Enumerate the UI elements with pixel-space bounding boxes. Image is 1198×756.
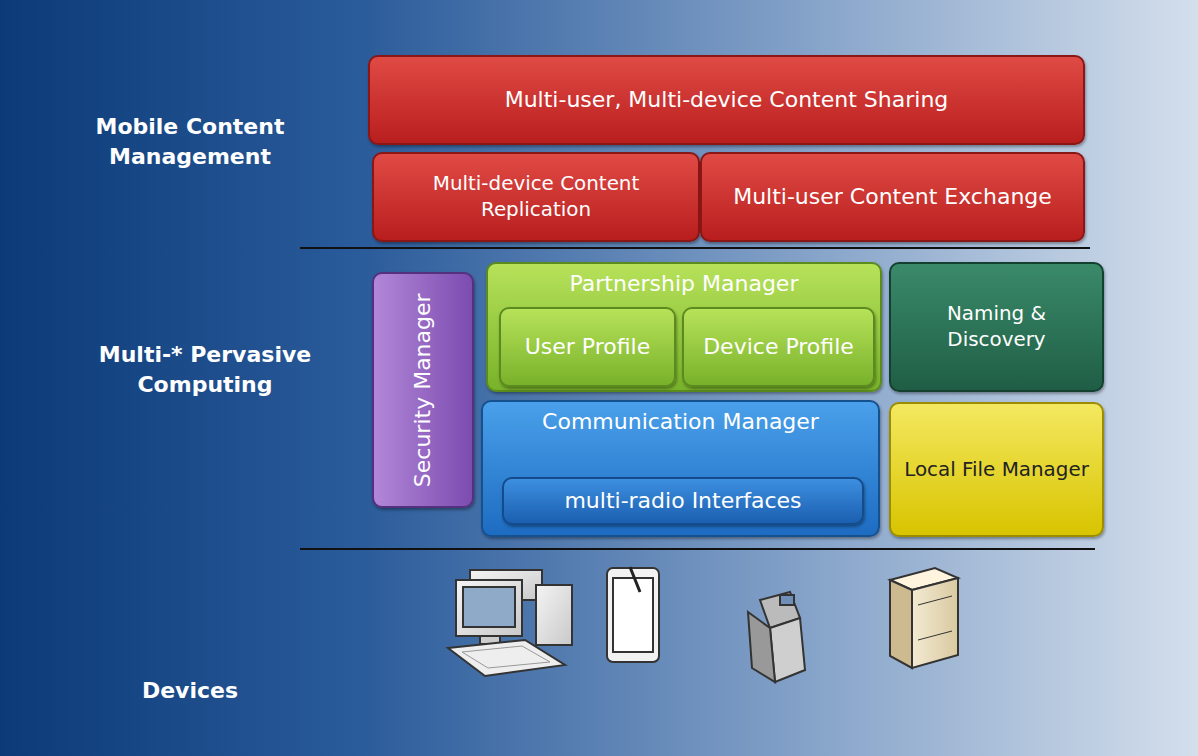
node-text: User Profile	[515, 333, 661, 362]
node-text: Multi-user, Multi-device Content Sharing	[495, 86, 959, 115]
divider-line	[300, 548, 1095, 550]
node-text: Multi-user Content Exchange	[723, 183, 1062, 212]
node-text: Partnership Manager	[560, 270, 809, 299]
layer-label: Mobile Content Management	[70, 112, 310, 171]
communication-box: Communication Manager multi-radio Interfa…	[481, 400, 880, 537]
content-sharing-box: Multi-user, Multi-device Content Sharing	[368, 55, 1085, 145]
node-text: Security Manager	[409, 293, 438, 487]
node-text: Device Profile	[693, 333, 864, 362]
desktop-icon	[448, 570, 572, 676]
exchange-box: Multi-user Content Exchange	[700, 152, 1085, 242]
layer-label: Multi-* Pervasive Computing	[65, 340, 345, 399]
discovery-box: Naming & Discovery	[889, 262, 1104, 392]
profile-box: Device Profile	[682, 307, 875, 387]
divider-line	[300, 247, 1090, 249]
node-text: Multi-device Content Replication	[374, 171, 698, 223]
replication-box: Multi-device Content Replication	[372, 152, 700, 242]
node-text: multi-radio Interfaces	[554, 487, 811, 516]
phone-icon	[748, 592, 805, 682]
server-icon	[890, 568, 958, 668]
file-manager-box: Local File Manager	[889, 402, 1104, 537]
node-text: Naming & Discovery	[891, 301, 1102, 353]
radio-box: multi-radio Interfaces	[502, 477, 864, 525]
profile-box: User Profile	[499, 307, 676, 387]
node-text: Local File Manager	[894, 457, 1099, 483]
partnership-box: Partnership ManagerUser Profile Device Pr…	[486, 262, 882, 392]
layer-label: Devices	[110, 676, 270, 706]
tablet-icon	[607, 567, 659, 662]
node-text: Communication Manager	[532, 408, 829, 437]
security-box: Security Manager	[372, 272, 474, 508]
